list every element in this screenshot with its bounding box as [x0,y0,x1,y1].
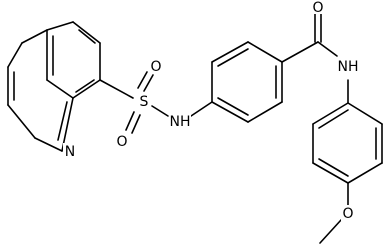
bond [317,41,338,57]
bond [187,101,213,119]
atom-label-nh-amide: NH [338,59,359,75]
bond [21,29,48,44]
bond [75,79,95,93]
atom-label-o-carbonyl: O [312,0,323,16]
bond [211,41,249,63]
bond [318,158,349,177]
bond [151,105,169,117]
bond [57,101,68,141]
bond [281,41,319,63]
bond [61,97,74,152]
atom-label-o-top: O [150,59,161,75]
bond [217,97,249,116]
bond [137,71,148,89]
bond [34,137,63,152]
bond [143,74,154,92]
bond [347,102,383,125]
atom-label-o-methoxy: O [342,206,353,222]
bonds [7,13,383,244]
bond [347,162,383,184]
bond [217,48,249,67]
bond [99,79,134,99]
bond [211,101,249,123]
atom-labels: N S O O NH O NH O [63,0,359,222]
bond [125,111,135,131]
bond [46,79,74,99]
bond [46,21,74,31]
bond [7,104,36,139]
bond [72,79,101,99]
atom-label-s: S [140,94,149,110]
bond [312,162,349,184]
atom-label-o-bottom: O [116,134,127,150]
atom-label-nh-sulfonamide: NH [170,114,191,130]
bond [131,114,141,134]
bond [72,21,101,44]
atom-label-n-ring: N [65,144,75,160]
bond [318,109,349,129]
bond [247,101,283,123]
bond [319,219,342,244]
bond [312,102,349,125]
bond [247,41,283,63]
bond [78,29,96,44]
bond [7,42,23,68]
